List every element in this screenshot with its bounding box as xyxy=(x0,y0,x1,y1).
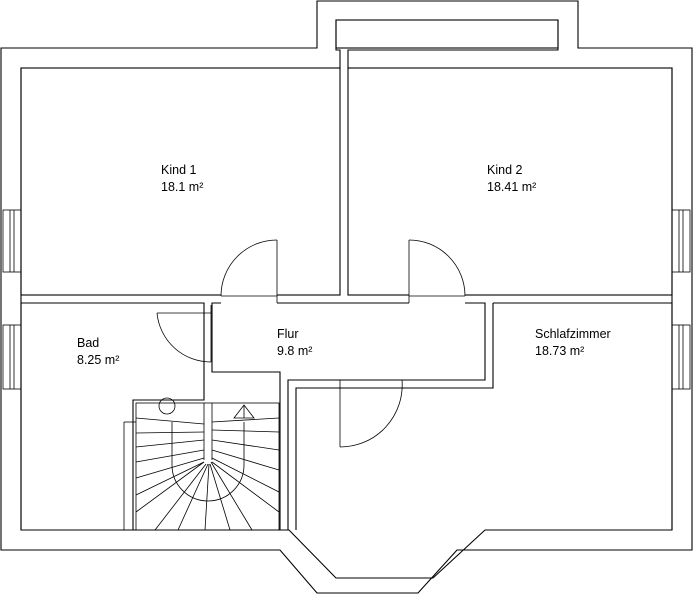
window-right-bottom xyxy=(671,324,691,390)
room-area-schlafzimmer: 18.73 m² xyxy=(535,344,584,358)
window-left-top xyxy=(2,209,22,273)
room-area-kind-1: 18.1 m² xyxy=(161,180,203,194)
door-bad xyxy=(156,305,212,363)
door-kind-2 xyxy=(408,239,466,305)
room-schlafzimmer xyxy=(493,302,673,530)
staircase xyxy=(123,397,280,531)
room-area-flur: 9.8 m² xyxy=(277,344,312,358)
room-kind-2 xyxy=(347,67,673,296)
room-label-kind-2: Kind 2 xyxy=(487,163,522,177)
room-label-schlafzimmer: Schlafzimmer xyxy=(535,327,611,341)
room-area-kind-2: 18.41 m² xyxy=(487,180,536,194)
stair-start-circle xyxy=(158,397,176,415)
room-label-flur: Flur xyxy=(277,327,299,341)
door-kind-1 xyxy=(220,239,278,305)
door-schlafzimmer xyxy=(339,379,403,448)
room-bad xyxy=(21,302,205,530)
room-kind-1 xyxy=(20,67,341,296)
room-area-bad: 8.25 m² xyxy=(77,353,119,367)
window-right-top xyxy=(671,209,691,273)
room-label-kind-1: Kind 1 xyxy=(161,163,196,177)
room-label-bad: Bad xyxy=(77,336,99,350)
room-flur xyxy=(211,302,486,531)
window-left-bottom xyxy=(2,324,22,390)
dormer-window xyxy=(335,19,559,49)
